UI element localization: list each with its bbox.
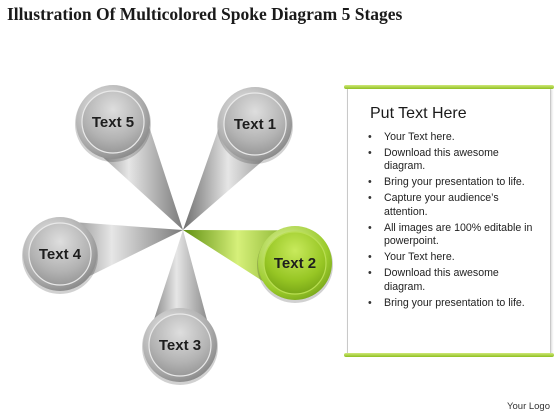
spoke-label: Text 2: [274, 255, 316, 272]
bullet-item: Bring your presentation to life.: [366, 297, 542, 311]
page-title: Illustration Of Multicolored Spoke Diagr…: [7, 4, 403, 24]
spoke-label: Text 1: [234, 116, 276, 133]
spoke-label: Text 4: [39, 246, 82, 263]
spoke-node-4: Text 4: [22, 217, 98, 294]
bullet-item: All images are 100% editable in powerpoi…: [366, 222, 542, 249]
spoke-node-2: Text 2: [257, 226, 333, 303]
bullet-item: Capture your audience’s attention.: [366, 192, 542, 219]
bullet-item: Download this awesome diagram.: [366, 147, 542, 174]
text-panel: Put Text Here Your Text here. Download t…: [344, 85, 554, 357]
spoke-node-3: Text 3: [142, 308, 218, 385]
panel-bottom-bar: [344, 353, 554, 357]
logo-text: Your Logo: [507, 401, 550, 412]
panel-top-bar: [344, 85, 554, 89]
bullet-item: Bring your presentation to life.: [366, 176, 542, 190]
spoke-node-1: Text 1: [217, 87, 293, 164]
bullet-list: Your Text here. Download this awesome di…: [366, 131, 542, 313]
bullet-item: Your Text here.: [366, 131, 542, 145]
panel-heading: Put Text Here: [370, 105, 467, 122]
bullet-item: Your Text here.: [366, 251, 542, 265]
spoke-node-5: Text 5: [75, 85, 151, 162]
spoke-label: Text 5: [92, 114, 134, 131]
spoke-label: Text 3: [159, 337, 201, 354]
bullet-item: Download this awesome diagram.: [366, 267, 542, 294]
